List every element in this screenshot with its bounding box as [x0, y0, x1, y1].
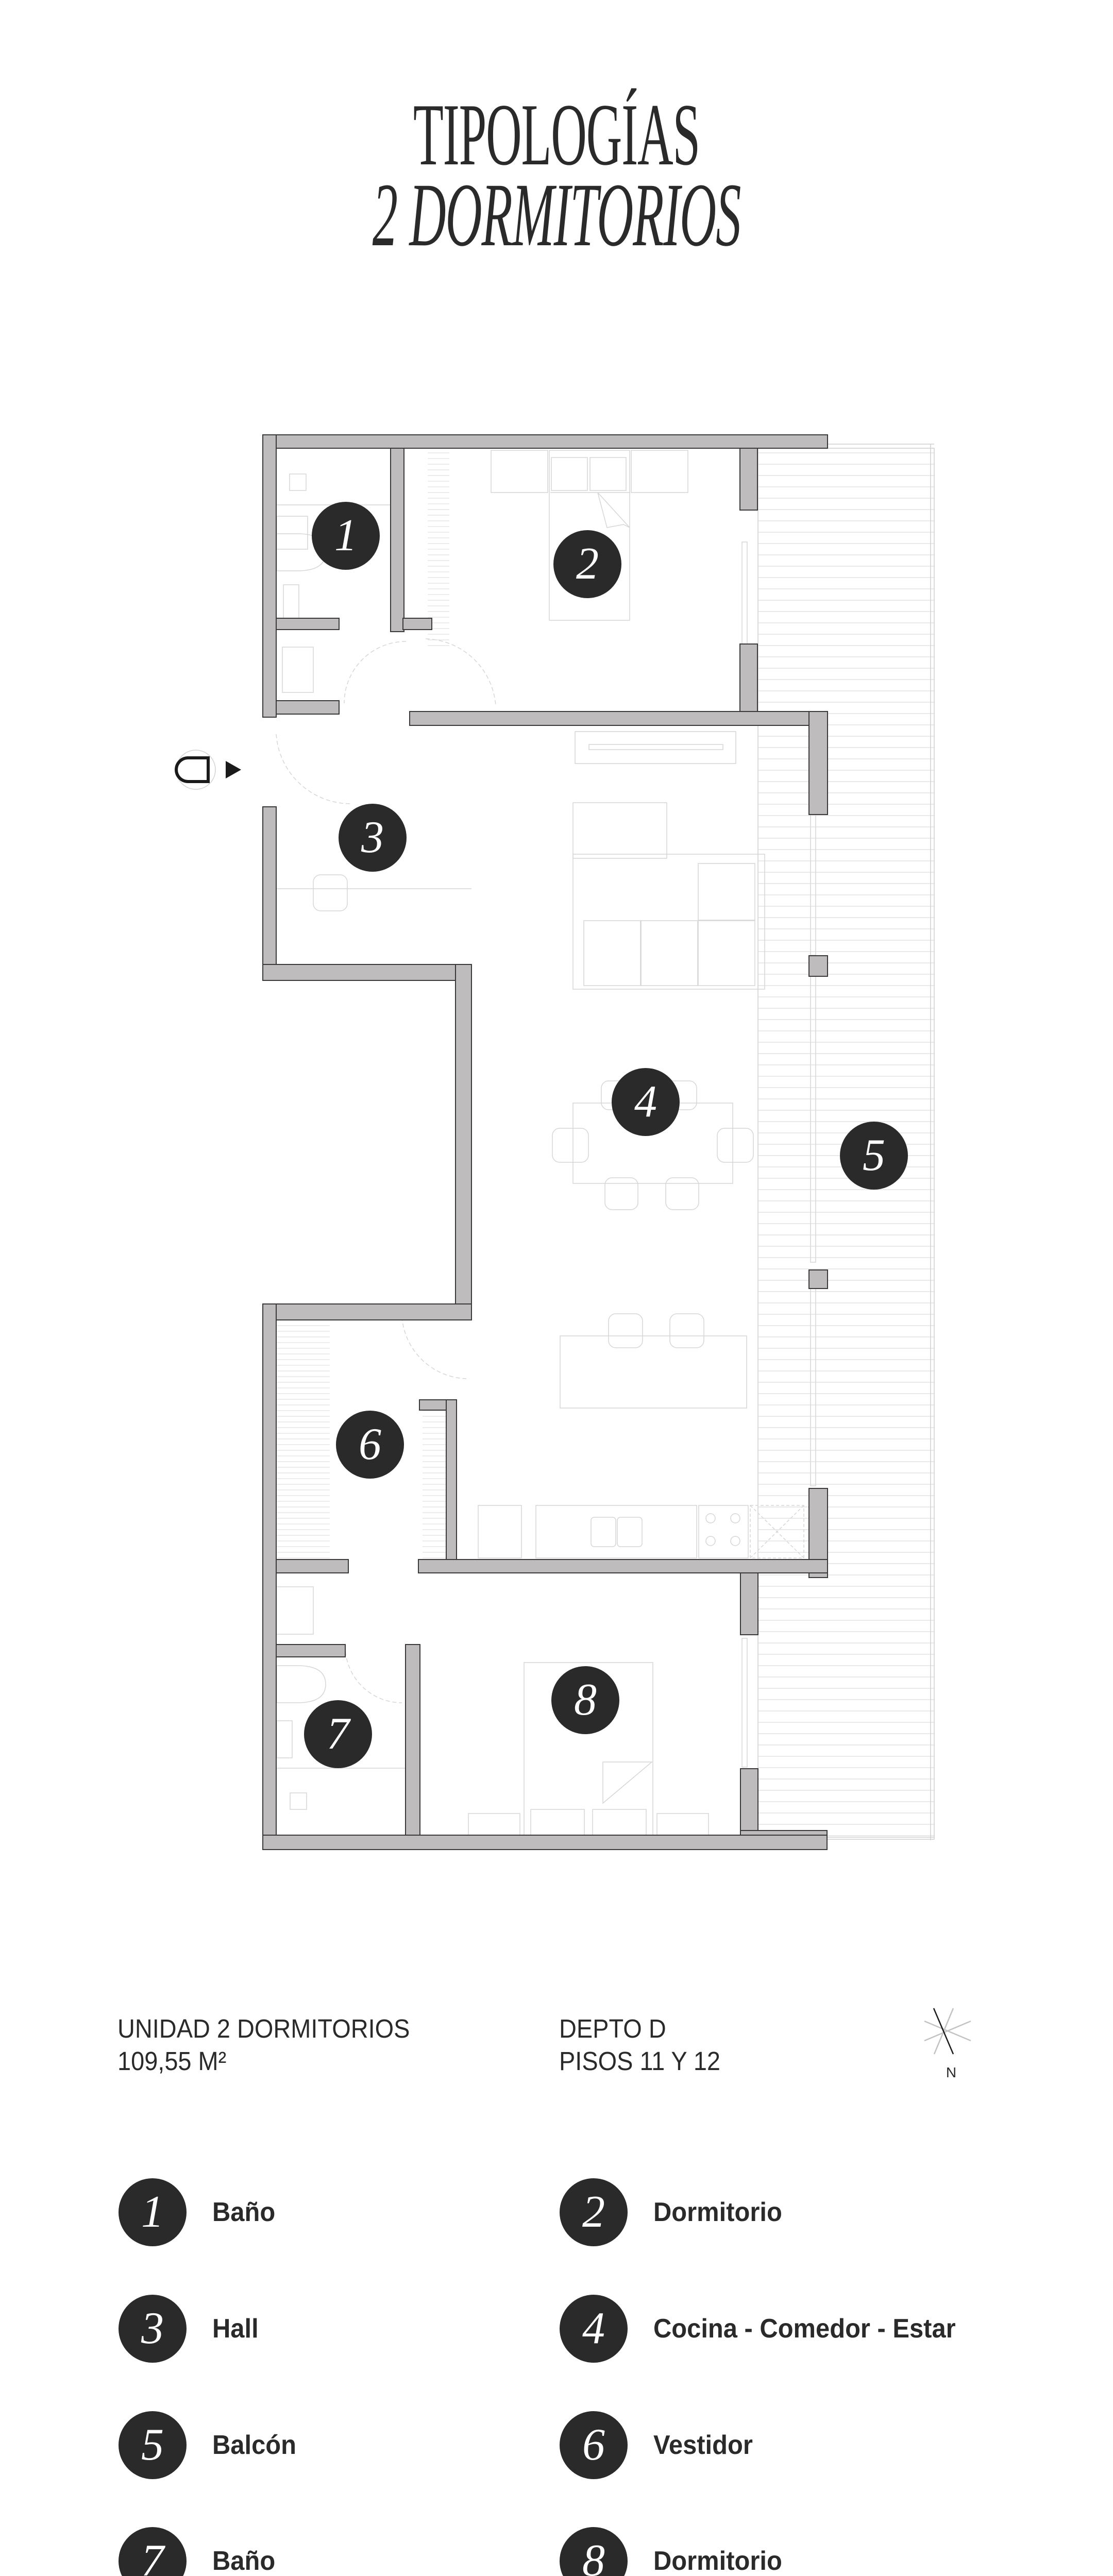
svg-text:4: 4 — [634, 1077, 657, 1127]
title-line-2: 2 DORMITORIOS — [372, 165, 741, 265]
legend-badge: 4 — [560, 2295, 628, 2363]
unit-location: DEPTO D PISOS 11 Y 12 — [559, 2012, 720, 2077]
svg-text:1: 1 — [334, 511, 357, 561]
legend-badge: 3 — [119, 2295, 187, 2363]
svg-text:8: 8 — [574, 1675, 597, 1725]
legend-label: Balcón — [212, 2430, 296, 2460]
room-badge-2: 2 — [553, 530, 621, 598]
legend-item-4: 4 Cocina - Comedor - Estar — [560, 2295, 975, 2363]
legend-badge: 8 — [560, 2527, 628, 2576]
svg-text:5: 5 — [863, 1130, 885, 1180]
legend-item-1: 1 Baño — [119, 2178, 279, 2246]
compass-icon: N — [924, 2008, 971, 2080]
unit-floors: PISOS 11 Y 12 — [559, 2046, 721, 2076]
room-badge-4: 4 — [612, 1068, 680, 1136]
legend-item-3: 3 Hall — [119, 2295, 261, 2363]
legend-item-5: 5 Balcón — [119, 2411, 301, 2479]
legend-badge: 2 — [560, 2178, 628, 2246]
closet-hatch — [276, 448, 457, 1560]
legend-item-6: 6 Vestidor — [560, 2411, 759, 2479]
unit-summary: UNIDAD 2 DORMITORIOS 109,55 M² — [117, 2012, 410, 2077]
legend-label: Baño — [212, 2197, 276, 2227]
legend-item-8: 8 Dormitorio — [560, 2527, 790, 2576]
entrance-marker — [175, 750, 241, 790]
unit-depto: DEPTO D — [559, 2014, 666, 2043]
entrance-letter-d — [175, 756, 210, 783]
legend-item-2: 2 Dormitorio — [560, 2178, 790, 2246]
svg-text:6: 6 — [359, 1419, 381, 1469]
arrow-right-icon — [226, 761, 241, 778]
legend-label: Dormitorio — [653, 2546, 782, 2576]
room-badge-1: 1 — [312, 502, 380, 570]
svg-text:3: 3 — [361, 812, 384, 862]
legend-badge: 7 — [119, 2527, 187, 2576]
room-badge-3: 3 — [339, 804, 407, 872]
svg-text:2: 2 — [576, 539, 599, 589]
unit-area: 109,55 M² — [117, 2046, 227, 2076]
room-badge-5: 5 — [840, 1122, 908, 1190]
room-badge-8: 8 — [551, 1666, 619, 1734]
legend-badge: 1 — [119, 2178, 187, 2246]
walls — [262, 434, 828, 1850]
legend-label: Vestidor — [653, 2430, 753, 2460]
unit-type: UNIDAD 2 DORMITORIOS — [117, 2014, 410, 2043]
legend-label: Hall — [212, 2314, 259, 2344]
room-badge-6: 6 — [336, 1411, 404, 1479]
room-badge-7: 7 — [304, 1700, 372, 1768]
compass-north-label: N — [946, 2064, 956, 2080]
legend-label: Cocina - Comedor - Estar — [653, 2314, 956, 2344]
svg-text:7: 7 — [327, 1709, 351, 1759]
title-line-1: TIPOLOGÍAS — [413, 86, 700, 184]
floor-plan: 1 2 3 4 5 6 7 8 — [175, 434, 935, 1850]
legend-item-7: 7 Baño — [119, 2527, 279, 2576]
legend-badge: 6 — [560, 2411, 628, 2479]
legend-badge: 5 — [119, 2411, 187, 2479]
legend-label: Dormitorio — [653, 2197, 782, 2227]
legend-label: Baño — [212, 2546, 276, 2576]
furniture — [276, 450, 816, 1841]
